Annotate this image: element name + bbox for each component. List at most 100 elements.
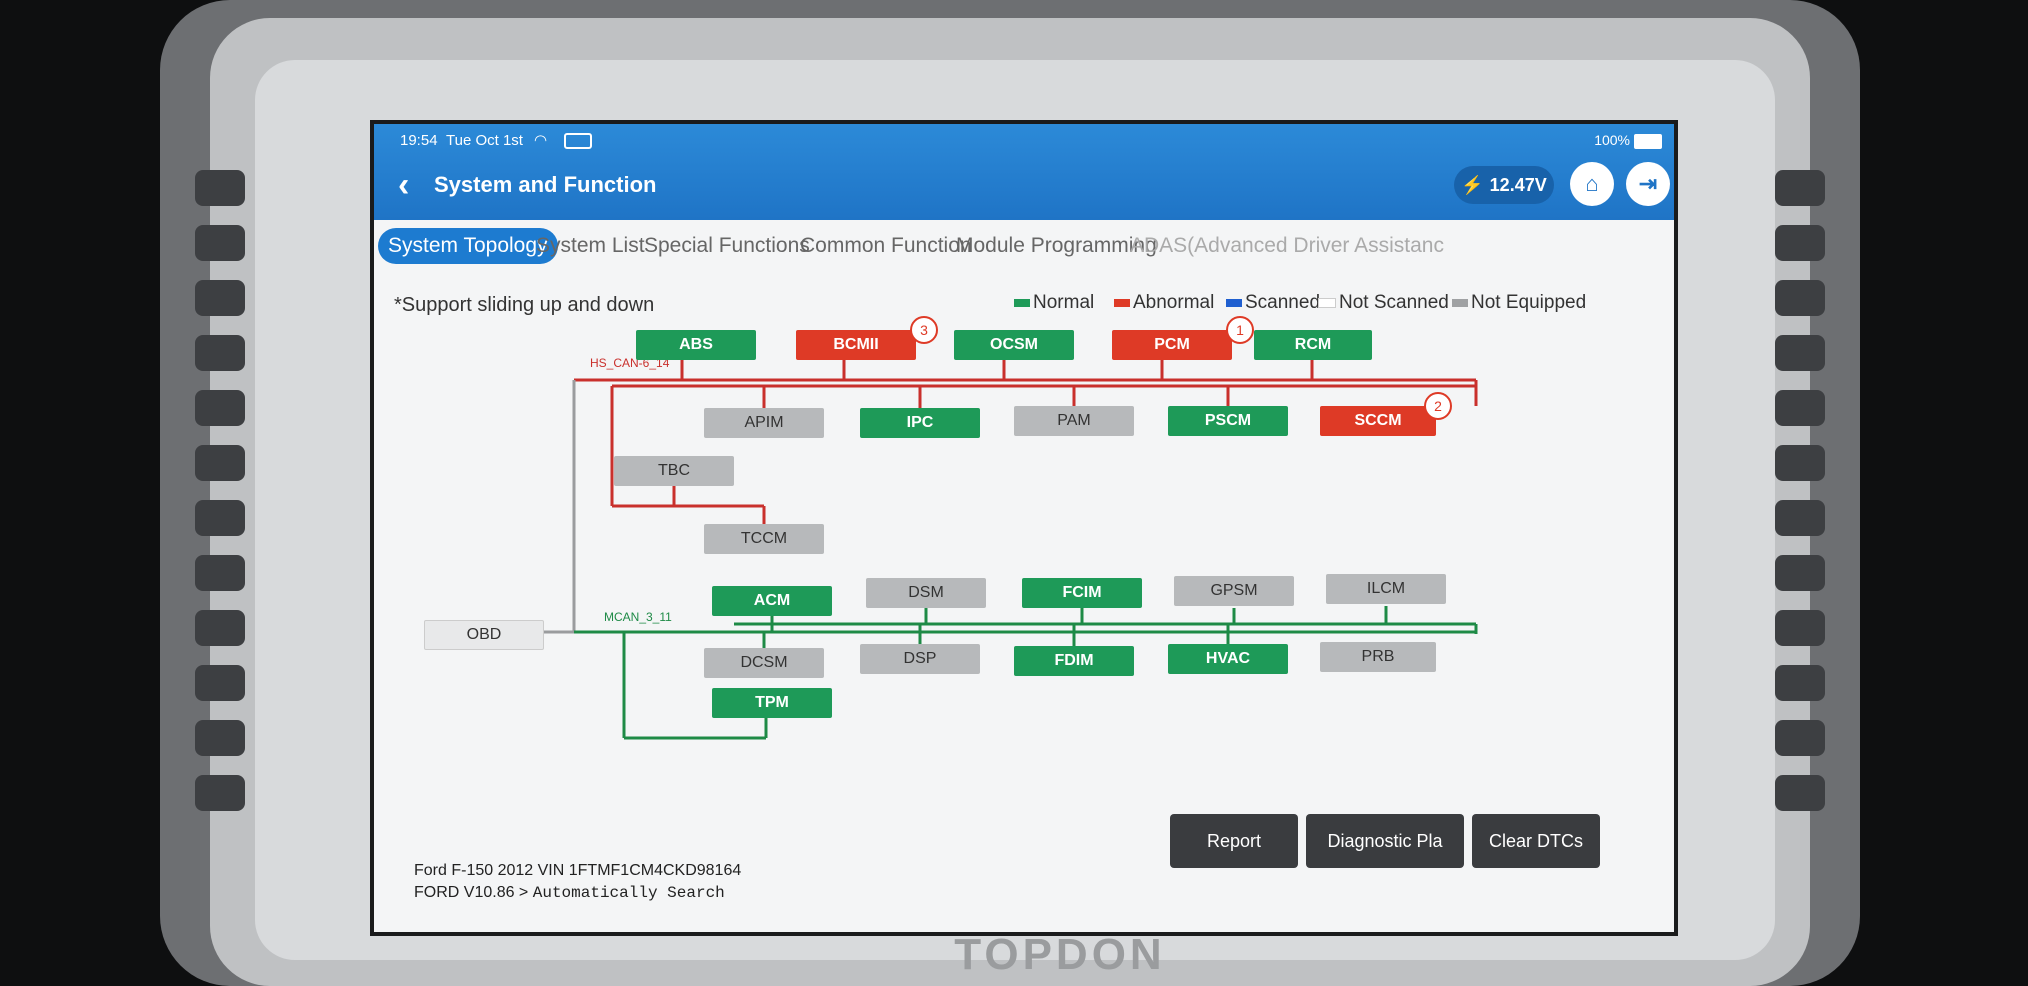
bumper-ridge bbox=[195, 665, 245, 701]
bumper-ridge bbox=[195, 225, 245, 261]
dtc-count-badge: 1 bbox=[1226, 316, 1254, 344]
bumper-ridge bbox=[195, 555, 245, 591]
status-time: 19:54 bbox=[400, 132, 438, 149]
mcan-bus-label: MCAN_3_11 bbox=[604, 610, 672, 624]
legend-normal: Normal bbox=[1014, 292, 1094, 314]
home-button[interactable]: ⌂ bbox=[1570, 162, 1614, 206]
tab-module-programming[interactable]: Module Programming bbox=[956, 234, 1157, 257]
tab-system-list[interactable]: System List bbox=[536, 234, 645, 257]
bumper-ridge bbox=[1775, 610, 1825, 646]
module-pam[interactable]: PAM bbox=[1014, 406, 1134, 436]
hs-can-bus-lines bbox=[574, 360, 1478, 524]
dtc-count-badge: 3 bbox=[910, 316, 938, 344]
bumper-ridge bbox=[1775, 170, 1825, 206]
legend-label: Not Equipped bbox=[1471, 292, 1587, 313]
wifi-icon: ◠ bbox=[534, 132, 548, 149]
back-arrow-icon[interactable]: ‹ bbox=[398, 166, 410, 204]
tab-system-topology[interactable]: System Topology bbox=[378, 228, 558, 264]
tab-special-functions[interactable]: Special Functions bbox=[644, 234, 810, 257]
module-abs[interactable]: ABS bbox=[636, 330, 756, 360]
module-dsp[interactable]: DSP bbox=[860, 644, 980, 674]
clear-dtcs-button[interactable]: Clear DTCs bbox=[1472, 814, 1600, 868]
bumper-ridge bbox=[1775, 500, 1825, 536]
module-tccm[interactable]: TCCM bbox=[704, 524, 824, 554]
legend-label: Abnormal bbox=[1133, 292, 1215, 313]
title-bar: 19:54 Tue Oct 1st ◠ 100% ‹ System and Fu… bbox=[374, 124, 1674, 220]
module-prb[interactable]: PRB bbox=[1320, 642, 1436, 672]
diagnostic-path: FORD V10.86 > Automatically Search bbox=[414, 884, 725, 902]
voltage-value: 12.47V bbox=[1489, 174, 1547, 195]
tablet-screen: 19:54 Tue Oct 1st ◠ 100% ‹ System and Fu… bbox=[370, 120, 1678, 936]
bumper-ridge bbox=[1775, 445, 1825, 481]
software-version: FORD V10.86 > bbox=[414, 884, 529, 901]
module-fdim[interactable]: FDIM bbox=[1014, 646, 1134, 676]
bumper-ridge bbox=[1775, 225, 1825, 261]
legend-swatch bbox=[1452, 299, 1468, 307]
bumper-ridge bbox=[1775, 390, 1825, 426]
home-icon: ⌂ bbox=[1585, 171, 1599, 196]
module-tpm[interactable]: TPM bbox=[712, 688, 832, 718]
module-dsm[interactable]: DSM bbox=[866, 578, 986, 608]
legend-swatch bbox=[1114, 299, 1130, 307]
module-sccm[interactable]: SCCM bbox=[1320, 406, 1436, 436]
diagnostic-plan-button[interactable]: Diagnostic Pla bbox=[1306, 814, 1464, 868]
module-pscm[interactable]: PSCM bbox=[1168, 406, 1288, 436]
lightning-icon: ⚡ bbox=[1461, 174, 1484, 195]
bumper-ridge bbox=[1775, 775, 1825, 811]
obd-port-node[interactable]: OBD bbox=[424, 620, 544, 650]
legend-label: Not Scanned bbox=[1339, 292, 1449, 313]
battery-icon bbox=[1634, 134, 1662, 149]
bumper-ridge bbox=[195, 720, 245, 756]
obd-bus-trunk bbox=[544, 380, 576, 634]
vehicle-info: Ford F-150 2012 VIN 1FTMF1CM4CKD98164 bbox=[414, 862, 742, 879]
search-mode: Automatically Search bbox=[532, 884, 725, 902]
function-tabs: System Topology System List Special Func… bbox=[374, 224, 1674, 274]
module-apim[interactable]: APIM bbox=[704, 408, 824, 438]
module-tbc[interactable]: TBC bbox=[614, 456, 734, 486]
vci-connection-icon bbox=[564, 133, 592, 149]
module-pcm[interactable]: PCM bbox=[1112, 330, 1232, 360]
module-bcmii[interactable]: BCMII bbox=[796, 330, 916, 360]
device-brand-logo: TOPDON bbox=[954, 930, 1166, 979]
module-ipc[interactable]: IPC bbox=[860, 408, 980, 438]
module-hvac[interactable]: HVAC bbox=[1168, 644, 1288, 674]
status-date: Tue Oct 1st bbox=[446, 132, 523, 149]
bumper-ridge bbox=[195, 775, 245, 811]
battery-percent: 100% bbox=[1594, 132, 1630, 148]
scroll-hint: *Support sliding up and down bbox=[394, 294, 655, 316]
bumper-ridge bbox=[1775, 335, 1825, 371]
module-ilcm[interactable]: ILCM bbox=[1326, 574, 1446, 604]
legend-not-equipped: Not Equipped bbox=[1452, 292, 1586, 314]
bumper-ridge bbox=[195, 445, 245, 481]
module-rcm[interactable]: RCM bbox=[1254, 330, 1372, 360]
legend-swatch bbox=[1318, 298, 1336, 308]
page-title: System and Function bbox=[434, 172, 657, 197]
bumper-ridge bbox=[195, 390, 245, 426]
bumper-ridge bbox=[195, 500, 245, 536]
tab-common-function[interactable]: Common Function bbox=[800, 234, 972, 257]
bumper-ridge bbox=[1775, 720, 1825, 756]
report-button[interactable]: Report bbox=[1170, 814, 1298, 868]
legend-not-scanned: Not Scanned bbox=[1318, 292, 1449, 314]
bumper-ridge bbox=[1775, 665, 1825, 701]
module-ocsm[interactable]: OCSM bbox=[954, 330, 1074, 360]
bumper-ridge bbox=[1775, 280, 1825, 316]
legend-label: Scanned bbox=[1245, 292, 1321, 313]
exit-button[interactable]: ⇥ bbox=[1626, 162, 1670, 206]
module-dcsm[interactable]: DCSM bbox=[704, 648, 824, 678]
bumper-ridge bbox=[195, 610, 245, 646]
legend-scanned: Scanned bbox=[1226, 292, 1320, 314]
battery-voltage-indicator: ⚡ 12.47V bbox=[1454, 166, 1554, 204]
bumper-ridge bbox=[195, 170, 245, 206]
bumper-ridge bbox=[195, 280, 245, 316]
module-fcim[interactable]: FCIM bbox=[1022, 578, 1142, 608]
bumper-ridge bbox=[1775, 555, 1825, 591]
dtc-count-badge: 2 bbox=[1424, 392, 1452, 420]
tab-adas[interactable]: ADAS(Advanced Driver Assistanc bbox=[1130, 234, 1444, 257]
legend-swatch bbox=[1226, 299, 1242, 307]
module-acm[interactable]: ACM bbox=[712, 586, 832, 616]
bumper-ridge bbox=[195, 335, 245, 371]
module-gpsm[interactable]: GPSM bbox=[1174, 576, 1294, 606]
legend-abnormal: Abnormal bbox=[1114, 292, 1214, 314]
mcan-bus-lines bbox=[574, 606, 1478, 740]
